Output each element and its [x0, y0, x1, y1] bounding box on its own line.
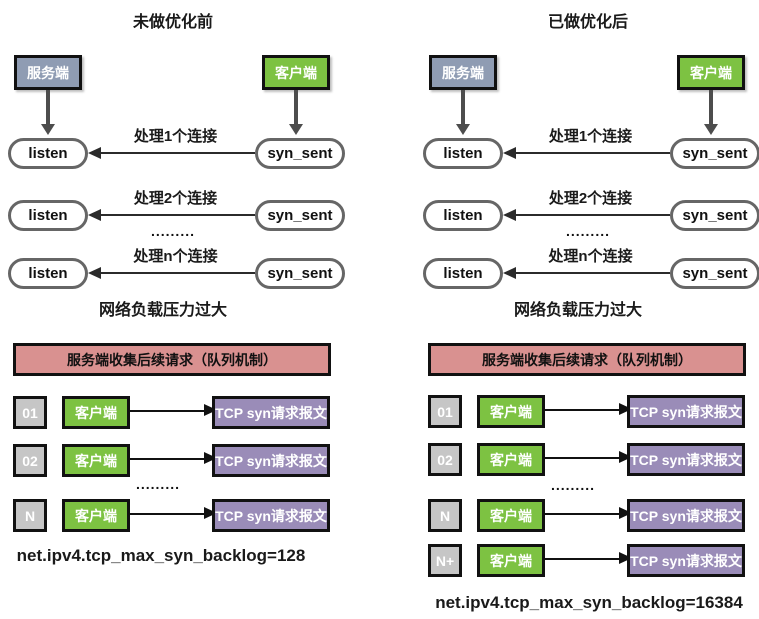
arrow-down-icon [456, 90, 470, 135]
syn-sent-node: syn_sent [255, 258, 345, 289]
server-box: 服务端 [429, 55, 497, 90]
connection-label: 处理1个连接 [548, 128, 633, 145]
syn-packet-box: TCP syn请求报文 [627, 443, 745, 476]
panel-after-optimization: 已做优化后 服务端 客户端 listen syn_sent 处理1个连接 lis… [423, 0, 759, 619]
ellipsis: ......... [550, 477, 595, 493]
client-box: 客户端 [62, 499, 130, 532]
arrow-left-line [515, 272, 670, 274]
arrow-right-line [545, 409, 619, 411]
listen-node: listen [423, 138, 503, 169]
arrow-down-icon [41, 90, 55, 135]
server-box: 服务端 [14, 55, 82, 90]
client-box: 客户端 [677, 55, 745, 90]
arrow-left-line [515, 152, 670, 154]
arrow-left-line [515, 214, 670, 216]
client-box: 客户端 [477, 443, 545, 476]
client-box: 客户端 [62, 444, 130, 477]
syn-sent-node: syn_sent [670, 138, 759, 169]
queue-banner: 服务端收集后续请求（队列机制） [428, 343, 746, 376]
syn-packet-box: TCP syn请求报文 [212, 396, 330, 429]
listen-node: listen [8, 200, 88, 231]
syn-sent-node: syn_sent [670, 258, 759, 289]
syn-sent-node: syn_sent [670, 200, 759, 231]
syn-sent-node: syn_sent [255, 200, 345, 231]
arrow-right-line [545, 558, 619, 560]
arrow-down-icon [289, 90, 303, 135]
panel-title: 未做优化前 [132, 14, 213, 31]
ellipsis: ......... [150, 223, 195, 239]
arrow-right-line [545, 457, 619, 459]
listen-node: listen [423, 258, 503, 289]
queue-index-box: N+ [428, 544, 462, 577]
queue-index-box: N [428, 499, 462, 532]
listen-node: listen [423, 200, 503, 231]
syn-packet-box: TCP syn请求报文 [627, 544, 745, 577]
connection-label: 处理n个连接 [548, 248, 633, 265]
listen-node: listen [8, 138, 88, 169]
arrow-left-icon [503, 267, 516, 279]
connection-label: 处理n个连接 [133, 248, 218, 265]
client-box: 客户端 [477, 499, 545, 532]
arrow-left-icon [503, 209, 516, 221]
arrow-left-line [100, 152, 255, 154]
ellipsis: ......... [565, 223, 610, 239]
connection-label: 处理1个连接 [133, 128, 218, 145]
arrow-left-icon [503, 147, 516, 159]
arrow-right-line [545, 513, 619, 515]
ellipsis: ......... [135, 476, 180, 492]
client-box: 客户端 [62, 396, 130, 429]
sysctl-setting-label: net.ipv4.tcp_max_syn_backlog=16384 [435, 593, 743, 612]
listen-node: listen [8, 258, 88, 289]
arrow-left-line [100, 214, 255, 216]
arrow-right-line [130, 410, 204, 412]
sysctl-setting-label: net.ipv4.tcp_max_syn_backlog=128 [16, 546, 306, 565]
client-box: 客户端 [262, 55, 330, 90]
queue-index-box: 02 [13, 444, 47, 477]
queue-banner: 服务端收集后续请求（队列机制） [13, 343, 331, 376]
syn-packet-box: TCP syn请求报文 [212, 444, 330, 477]
client-box: 客户端 [477, 395, 545, 428]
queue-index-box: N [13, 499, 47, 532]
syn-sent-node: syn_sent [255, 138, 345, 169]
connection-label: 处理2个连接 [133, 190, 218, 207]
syn-packet-box: TCP syn请求报文 [627, 395, 745, 428]
arrow-left-icon [88, 267, 101, 279]
queue-index-box: 02 [428, 443, 462, 476]
overload-label: 网络负载压力过大 [98, 302, 227, 319]
syn-packet-box: TCP syn请求报文 [627, 499, 745, 532]
arrow-left-line [100, 272, 255, 274]
syn-packet-box: TCP syn请求报文 [212, 499, 330, 532]
queue-index-box: 01 [428, 395, 462, 428]
arrow-left-icon [88, 209, 101, 221]
overload-label: 网络负载压力过大 [513, 302, 642, 319]
arrow-right-line [130, 458, 204, 460]
queue-index-box: 01 [13, 396, 47, 429]
client-box: 客户端 [477, 544, 545, 577]
panel-title: 已做优化后 [547, 14, 628, 31]
connection-label: 处理2个连接 [548, 190, 633, 207]
arrow-right-line [130, 513, 204, 515]
arrow-left-icon [88, 147, 101, 159]
panel-before-optimization: 未做优化前 服务端 客户端 listen syn_sent 处理1个连接 lis… [8, 0, 353, 619]
arrow-down-icon [704, 90, 718, 135]
